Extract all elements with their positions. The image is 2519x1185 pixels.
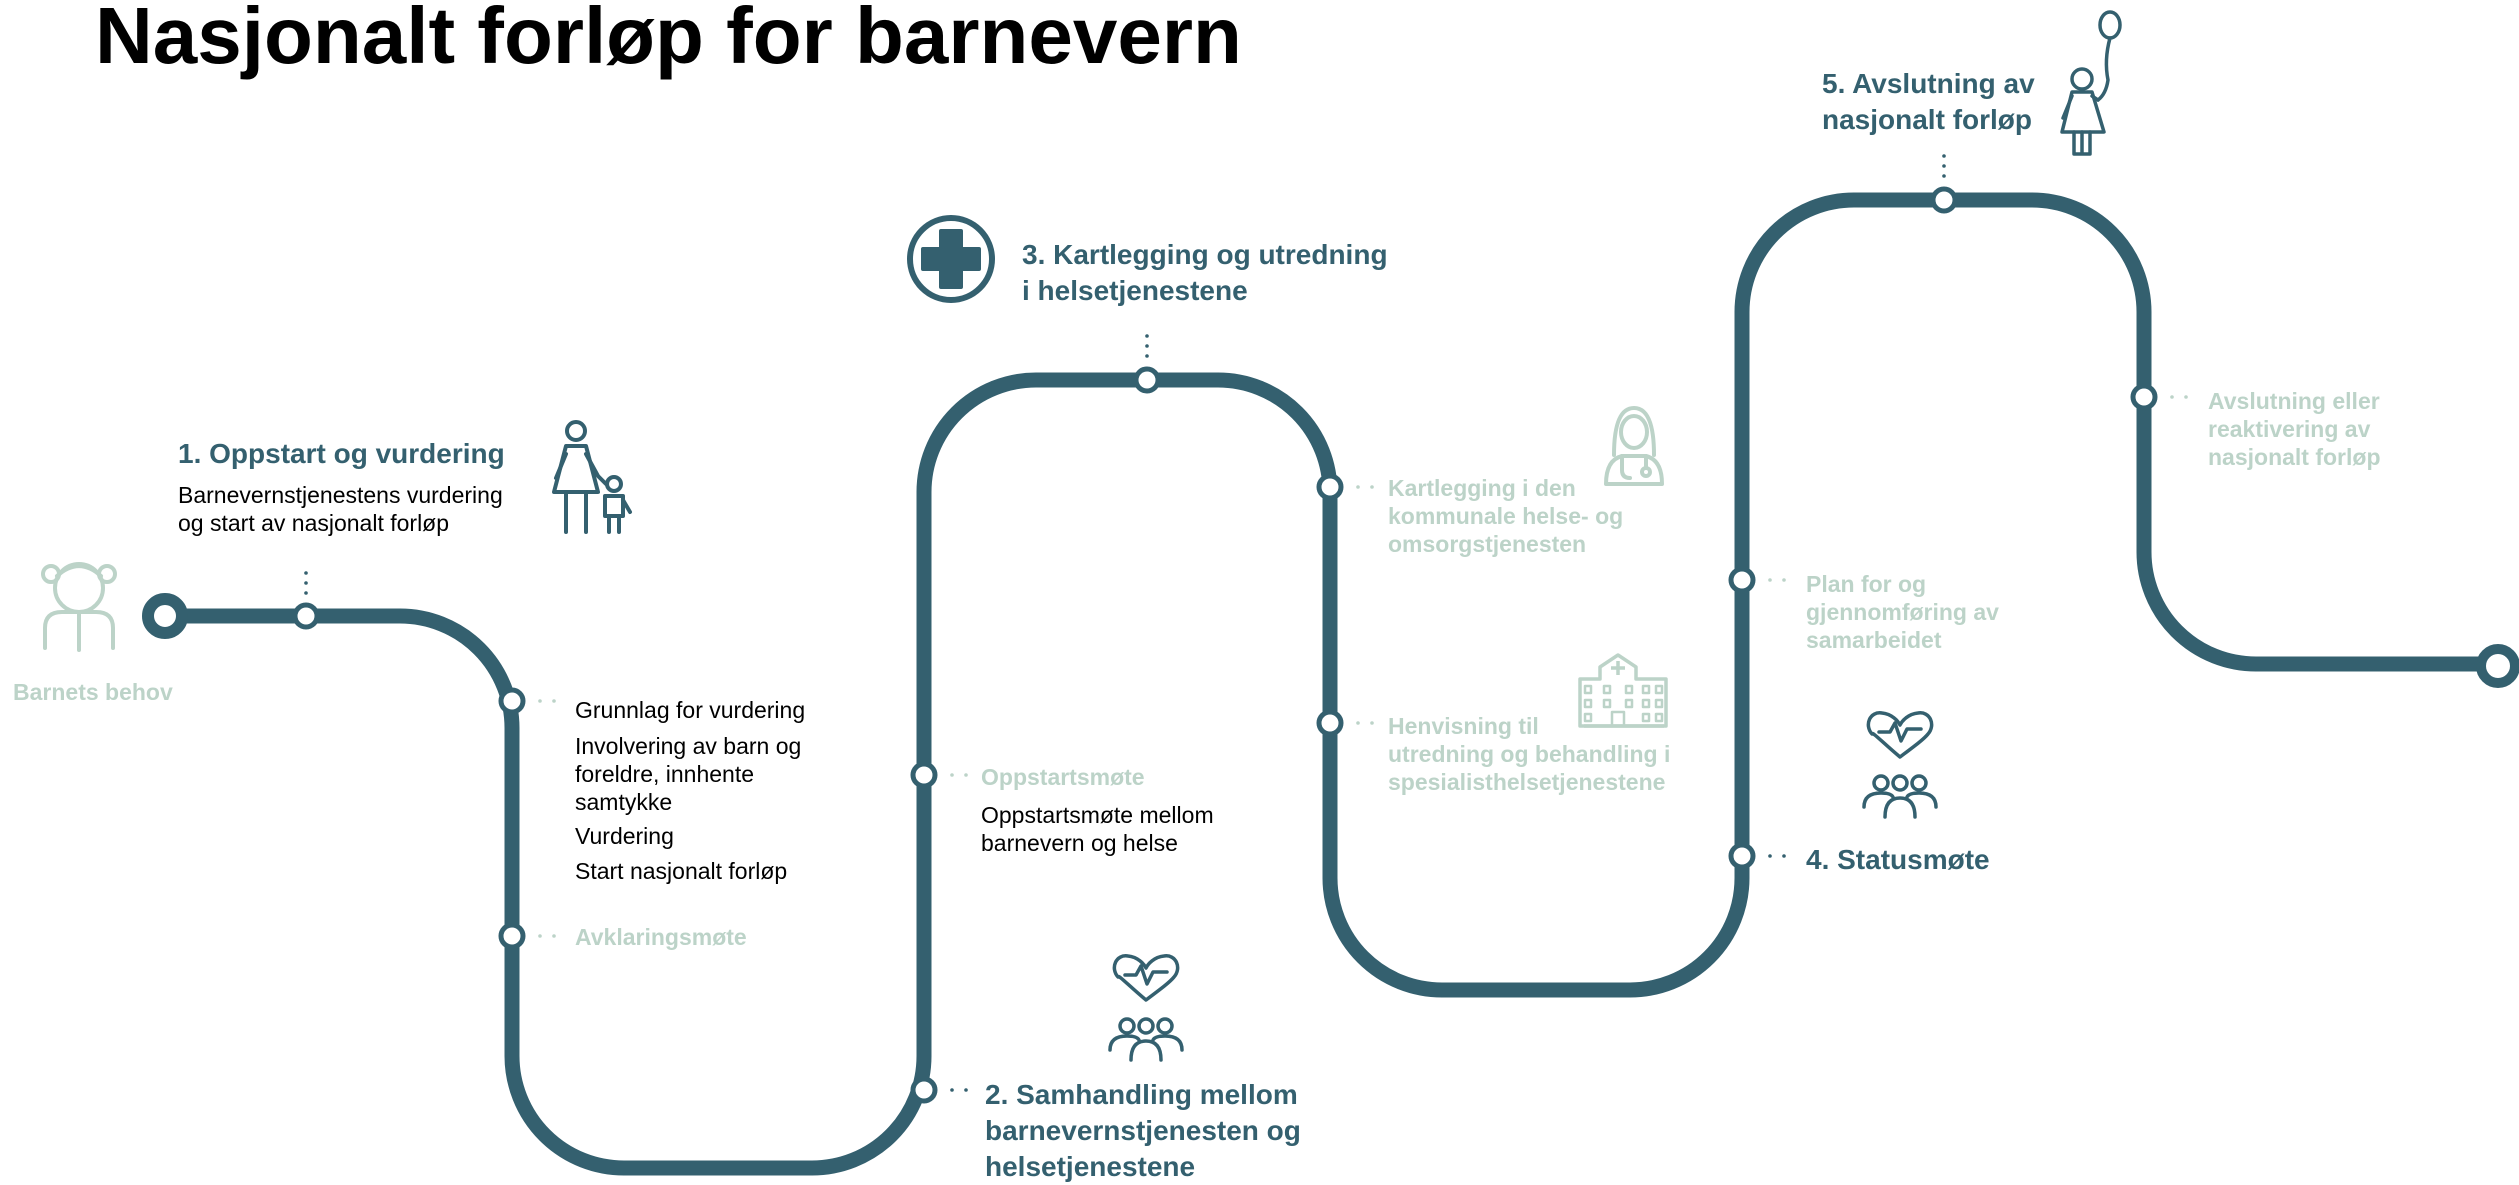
start-label: Barnets behov [13,679,173,705]
avklaring-label: Avklaringsmøte [575,924,747,950]
involvering-line: Involvering av barn og [575,733,802,759]
phase-3-title: 3. Kartlegging og utredning i helsetjene… [1022,237,1388,309]
henvisning-line: spesialisthelsetjenestene [1388,769,1666,795]
phase-1-desc-line: Barnevernstjenestens vurdering [178,482,503,508]
child-icon [41,562,117,652]
start-terminal [142,593,188,639]
node-phase-4 [1728,842,1756,870]
kartlegging-line: kommunale helse- og [1388,503,1624,529]
involvering-item: Involvering av barn og foreldre, innhent… [575,732,801,816]
medical-cross-icon [907,215,995,303]
phase-2-title-line: helsetjenestene [985,1151,1196,1182]
henvisning-line: Henvisning til [1388,713,1539,739]
phase-2-title-line: 2. Samhandling mellom [985,1079,1298,1110]
henvisning-label: Henvisning til utredning og behandling i… [1388,712,1670,796]
oppstart-desc: Oppstartsmøte mellom barnevern og helse [981,801,1214,857]
parent-with-child-icon [552,420,632,534]
avslutning-line: nasjonalt forløp [2208,444,2381,470]
phase-3-title-line: i helsetjenestene [1022,275,1248,306]
node-henvisning [1316,709,1344,737]
plan-label: Plan for og gjennomføring av samarbeidet [1806,570,1999,654]
kartlegging-line: Kartlegging i den [1388,475,1576,501]
phase-3-title-line: 3. Kartlegging og utredning [1022,239,1388,270]
page-title: Nasjonalt forløp for barnevern [95,0,1242,80]
avslutning-line: reaktivering av [2208,416,2371,442]
node-oppstart [910,761,938,789]
start-forlop-item: Start nasjonalt forløp [575,858,788,884]
node-avslutning [2130,383,2158,411]
phase-5-title-line: 5. Avslutning av [1822,68,2035,99]
heart-people-icon [1862,711,1938,819]
node-phase-1 [292,602,320,630]
phase-2-title-line: barnevernstjenesten og [985,1115,1301,1146]
end-terminal [2476,644,2519,688]
phase-2-title: 2. Samhandling mellom barnevernstjeneste… [985,1077,1301,1185]
plan-line: samarbeidet [1806,627,1942,653]
kartlegging-line: omsorgstjenesten [1388,531,1587,557]
node-plan [1728,566,1756,594]
pathway-track [157,192,2504,1176]
plan-line: gjennomføring av [1806,599,1999,625]
plan-line: Plan for og [1806,571,1927,597]
heart-people-icon [1108,954,1184,1062]
node-avklaring [498,922,526,950]
phase-5-title: 5. Avslutning av nasjonalt forløp [1822,66,2035,138]
avslutning-label: Avslutning eller reaktivering av nasjona… [2208,387,2381,471]
phase-4-title: 4. Statusmøte [1806,844,1990,875]
grunnlag-item: Grunnlag for vurdering [575,697,806,723]
henvisning-line: utredning og behandling i [1388,741,1671,767]
kartlegging-label: Kartlegging i den kommunale helse- og om… [1388,474,1623,558]
phase-1-desc-line: og start av nasjonalt forløp [178,510,450,536]
node-kartlegging [1316,473,1344,501]
node-grunnlag [498,687,526,715]
phase-1-desc: Barnevernstjenestens vurdering og start … [178,481,503,537]
oppstart-label: Oppstartsmøte [981,764,1145,790]
node-phase-2 [910,1076,938,1104]
avslutning-line: Avslutning eller [2208,388,2380,414]
doctor-icon [1604,406,1664,486]
involvering-line: foreldre, innhente [575,761,755,787]
involvering-line: samtykke [575,789,673,815]
vurdering-item: Vurdering [575,823,674,849]
phase-1-title: 1. Oppstart og vurdering [178,438,505,469]
node-phase-3 [1133,366,1161,394]
node-phase-5 [1930,186,1958,214]
oppstart-desc-line: Oppstartsmøte mellom [981,802,1214,828]
hospital-icon [1578,653,1668,728]
child-with-balloon-icon [2060,10,2122,156]
oppstart-desc-line: barnevern og helse [981,830,1178,856]
phase-5-title-line: nasjonalt forløp [1822,104,2032,135]
